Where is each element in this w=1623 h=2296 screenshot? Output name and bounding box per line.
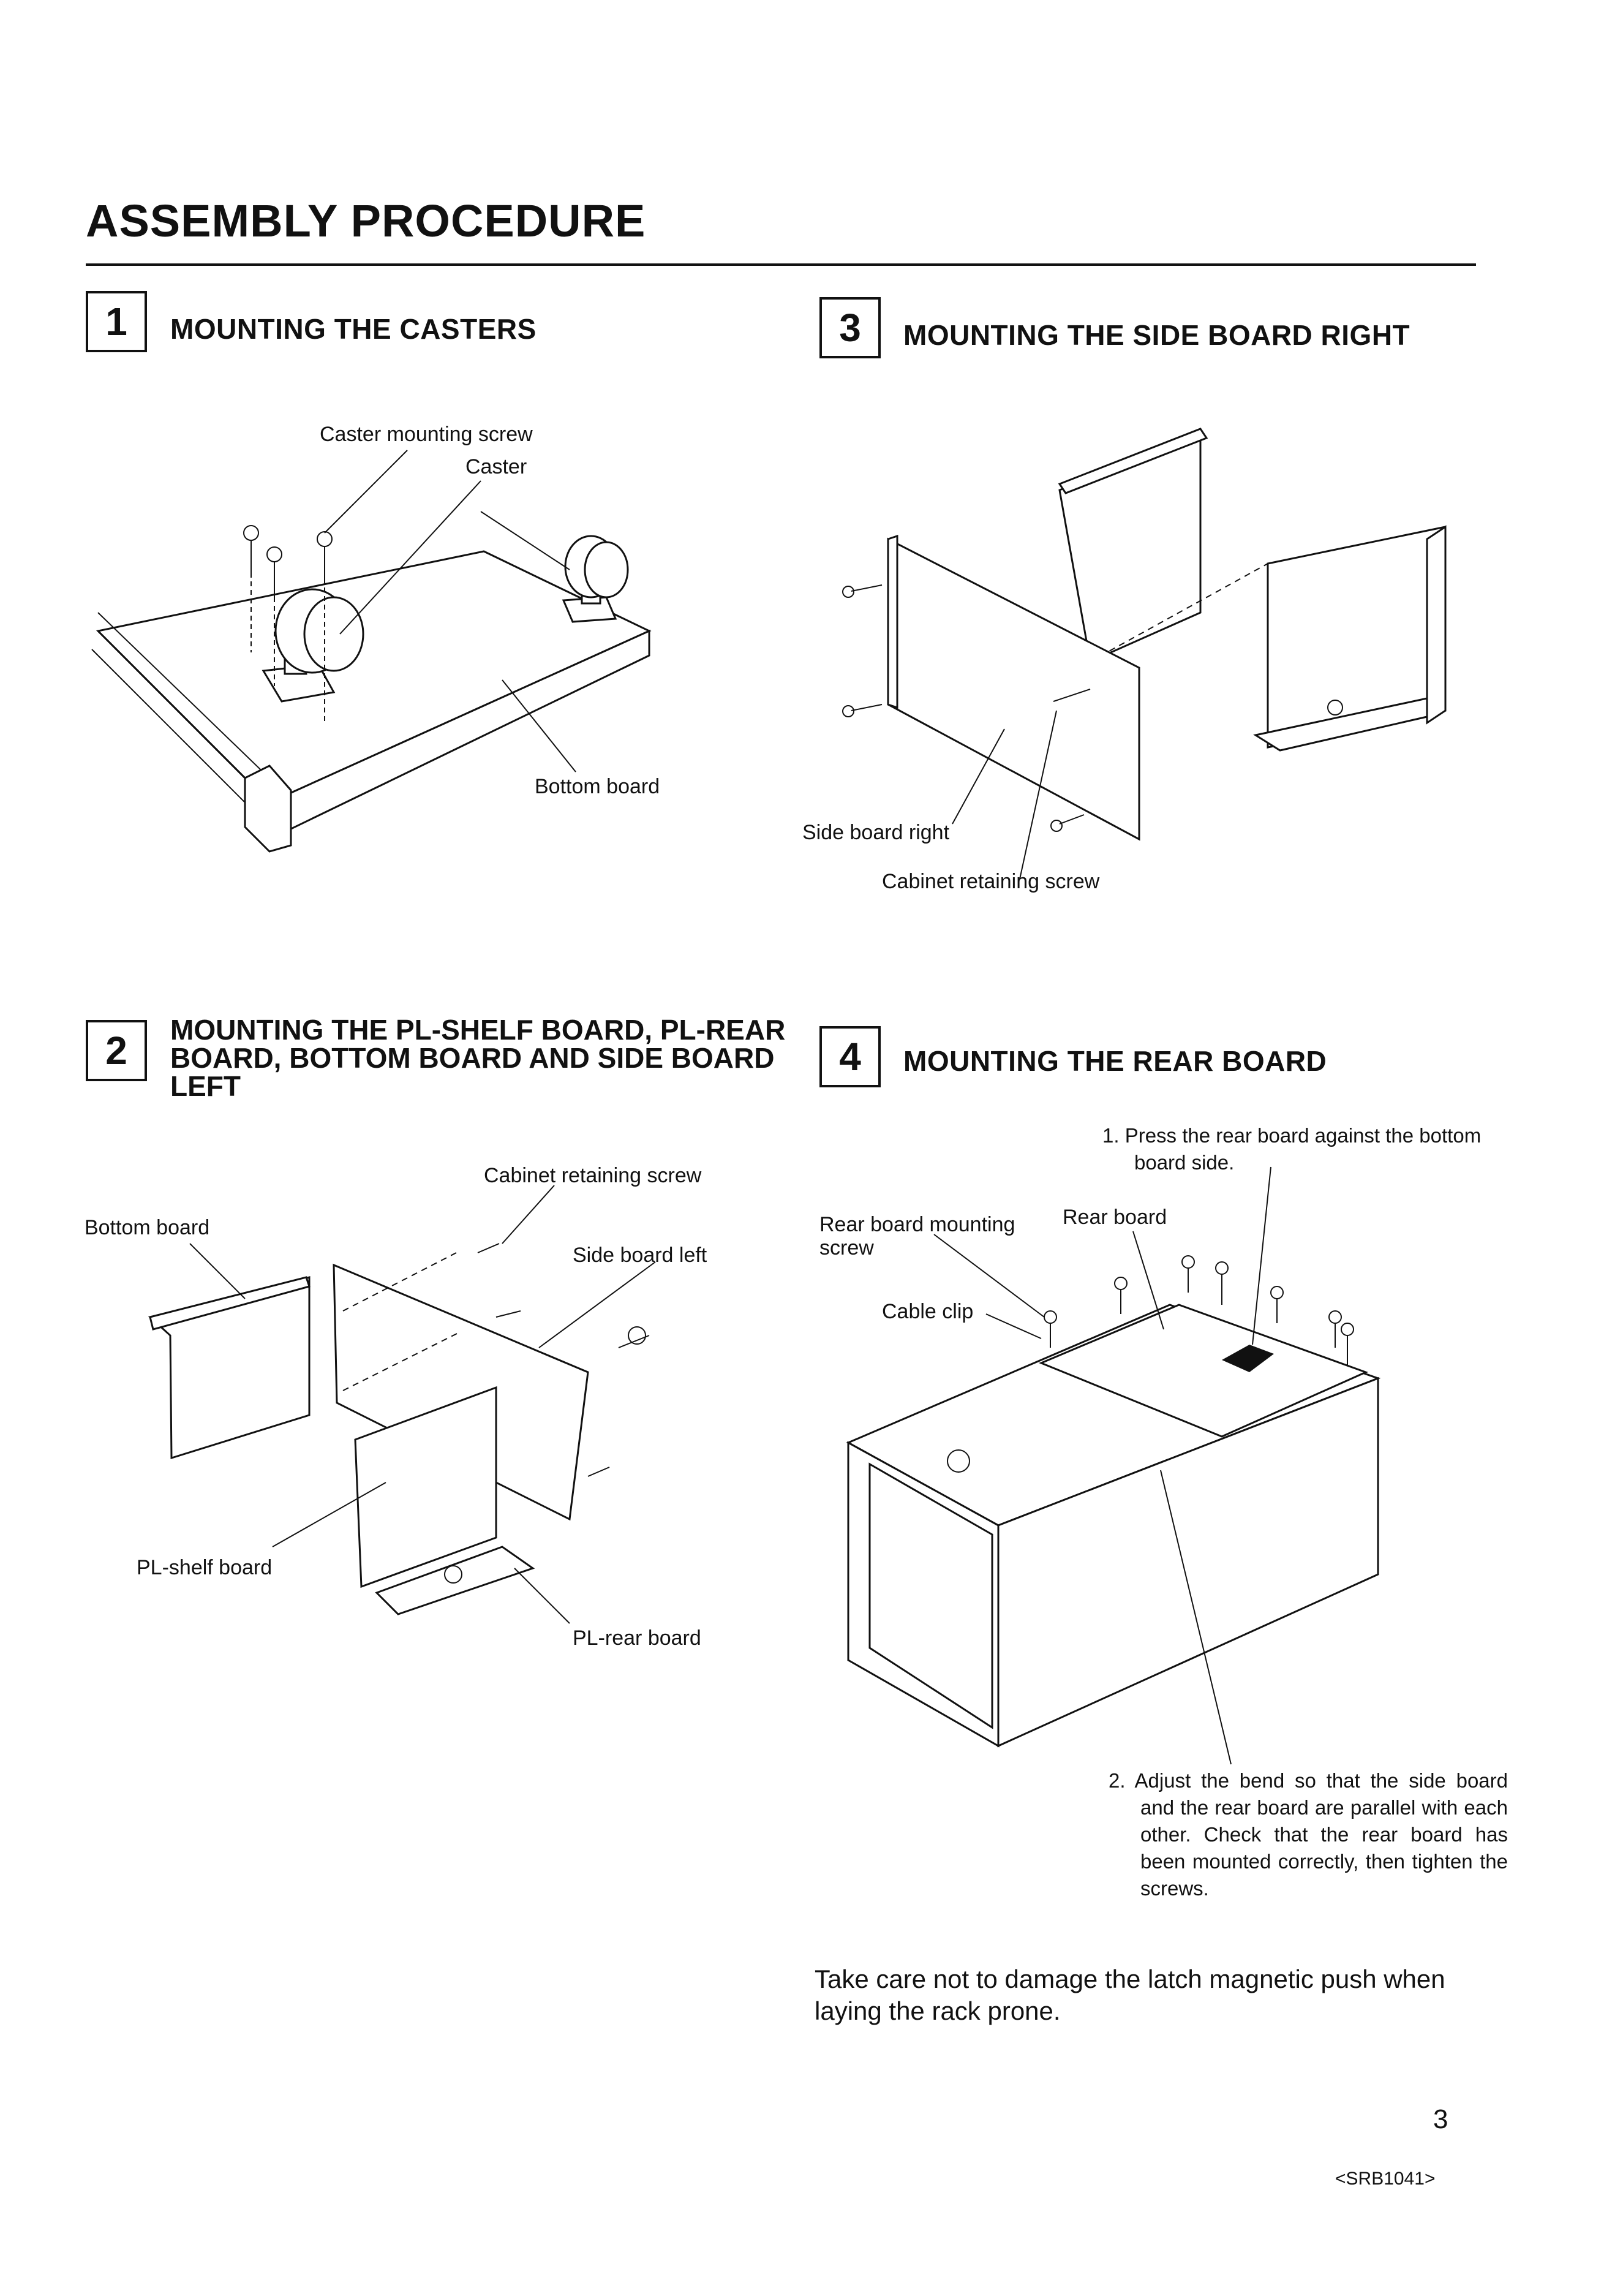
label-side-board-left: Side board left: [573, 1244, 707, 1267]
step-number-box: 2: [86, 1020, 147, 1081]
pl-shelf-illustration: [148, 1185, 656, 1624]
step-title: MOUNTING THE SIDE BOARD RIGHT: [903, 319, 1410, 351]
label-pl-rear-board: PL-rear board: [573, 1626, 701, 1650]
side-board-right-illustration: [842, 428, 1447, 880]
step-number-box: 3: [819, 297, 881, 358]
label-caster: Caster: [465, 455, 527, 478]
caster-illustration: [91, 450, 652, 853]
label-cable-clip: Cable clip: [882, 1300, 974, 1323]
page-number: 3: [1433, 2104, 1448, 2134]
title-rule: [86, 263, 1476, 266]
page-title: ASSEMBLY PROCEDURE: [86, 195, 646, 246]
step-number-box: 1: [86, 291, 147, 352]
label-caster-mounting-screw: Caster mounting screw: [320, 423, 533, 446]
step-number-box: 4: [819, 1026, 881, 1087]
document-code: <SRB1041>: [1335, 2169, 1436, 2189]
step-title: MOUNTING THE PL-SHELF BOARD, PL-REAR BOA…: [170, 1014, 786, 1102]
label-bottom-board: Bottom board: [535, 775, 660, 798]
note-adjust-bend: 2. Adjust the bend so that the side boar…: [1109, 1769, 1508, 1900]
step-title: MOUNTING THE CASTERS: [170, 313, 537, 345]
label-side-board-right: Side board right: [802, 821, 950, 844]
label-bottom-board: Bottom board: [85, 1216, 210, 1239]
note-press-rear-board: 1. Press the rear board against the bott…: [1102, 1124, 1482, 1174]
label-rear-board: Rear board: [1063, 1206, 1167, 1229]
label-cabinet-retaining-screw: Cabinet retaining screw: [484, 1164, 702, 1187]
label-rear-board-mounting-screw: Rear board mounting screw: [819, 1213, 1015, 1259]
label-cabinet-retaining-screw: Cabinet retaining screw: [882, 870, 1100, 893]
caution-text: Take care not to damage the latch magnet…: [815, 1965, 1445, 2025]
step-title: MOUNTING THE REAR BOARD: [903, 1045, 1327, 1077]
rear-board-illustration: [846, 1166, 1381, 1765]
label-pl-shelf-board: PL-shelf board: [137, 1556, 273, 1579]
